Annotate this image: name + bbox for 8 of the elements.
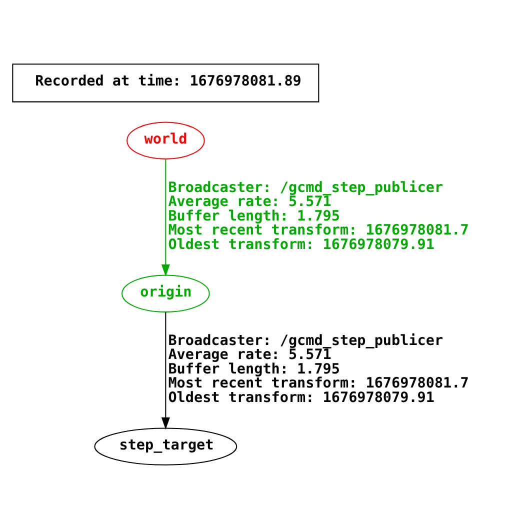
node-ellipse: origin [122, 274, 210, 312]
node-box: Recorded at time: 1676978081.89 [12, 63, 320, 102]
node-ellipse: world [126, 121, 205, 159]
arrow [161, 158, 170, 276]
edge-label: Broadcaster: /gcmd_step_publicer Average rate: 5.571 Buffer length: 1.795 Most recent transform: 1676978081.7 Oldest transform: 1676978079.91 [168, 332, 469, 406]
edge-label: Broadcaster: /gcmd_step_publicer Average rate: 5.571 Buffer length: 1.795 Most recent transform: 1676978081.7 Oldest transform: 1676978079.91 [168, 179, 469, 252]
node-ellipse: step_target [94, 427, 238, 465]
arrow [161, 312, 170, 430]
